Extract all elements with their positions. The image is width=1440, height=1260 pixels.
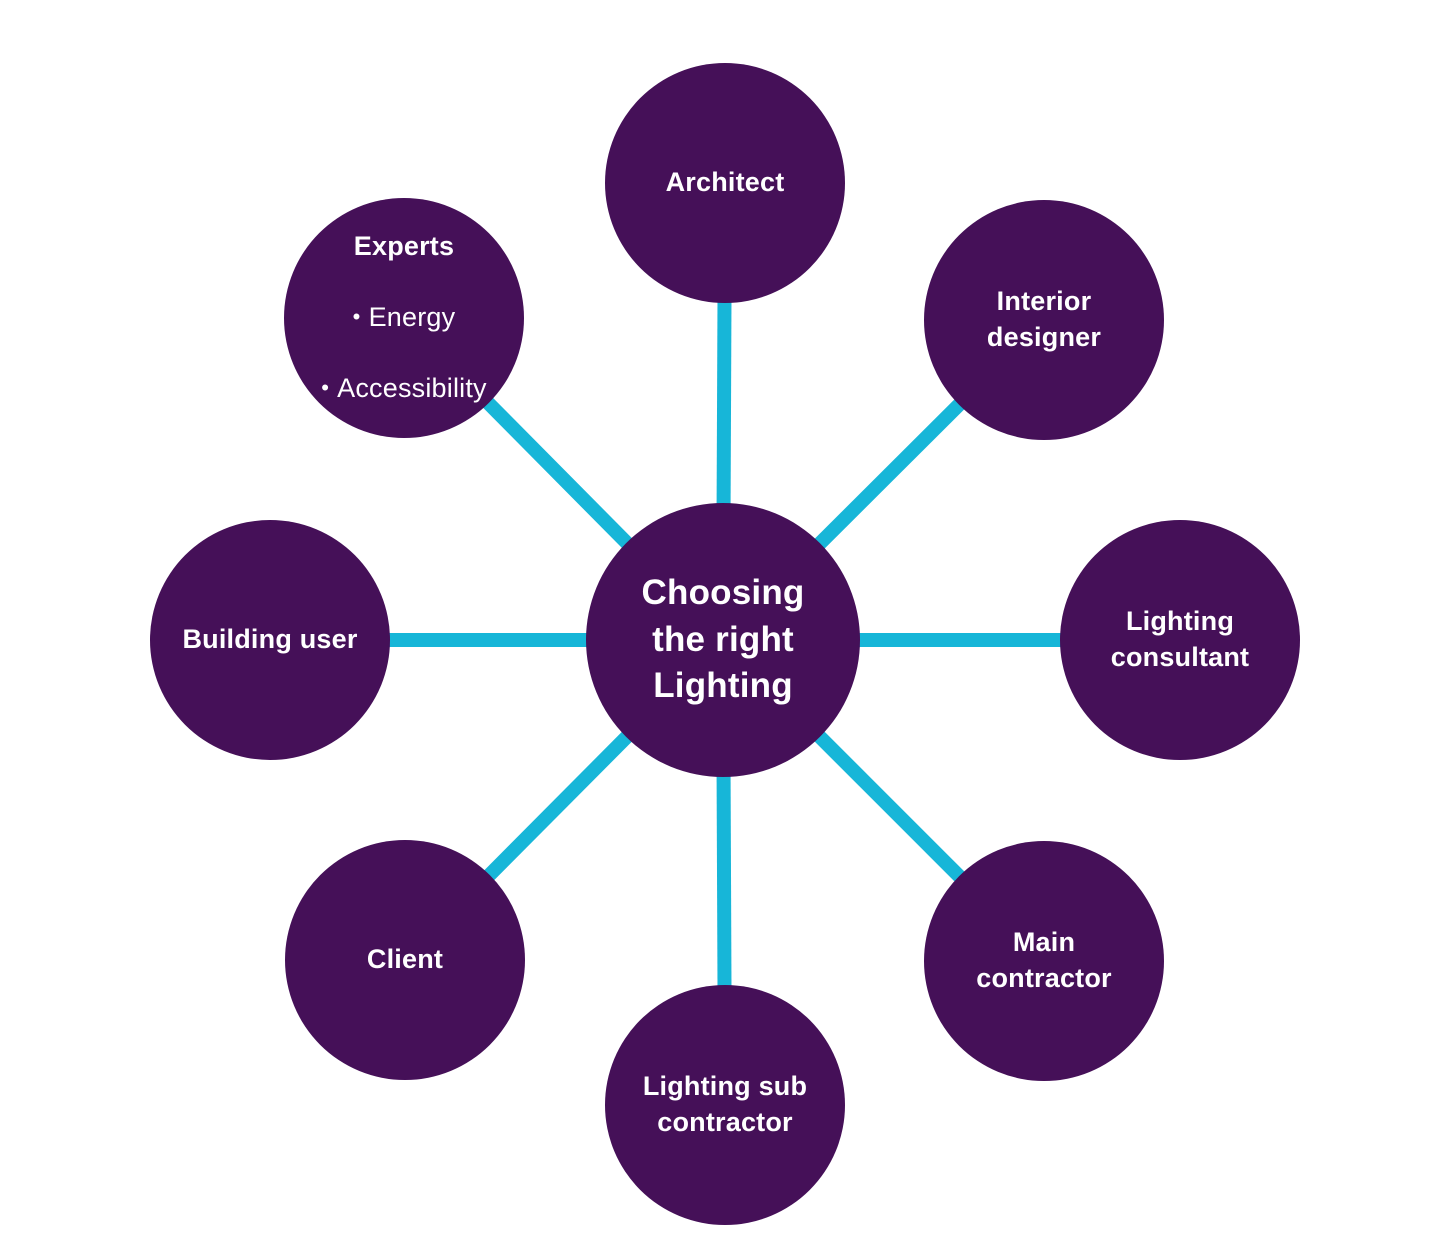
node-interior-designer: Interior designer — [924, 200, 1164, 440]
experts-bullet-item: • Energy — [321, 300, 487, 336]
node-label: Main contractor — [976, 927, 1112, 993]
node-label: Client — [366, 944, 444, 975]
node-choosing-the-right-lighting: Choosing the right Lighting — [586, 503, 860, 777]
node-label: Experts • Energy • Accessibility — [321, 193, 487, 442]
node-lighting-consultant: Lighting consultant — [1060, 520, 1300, 760]
bullet-icon: • — [352, 304, 361, 330]
node-main-contractor: Main contractor — [924, 841, 1164, 1081]
node-lighting-sub-contractor: Lighting sub contractor — [605, 985, 845, 1225]
experts-bullet-item: • Accessibility — [321, 371, 487, 407]
node-label: Lighting consultant — [1110, 606, 1250, 672]
node-architect: Architect — [605, 63, 845, 303]
hub-label: Choosing the right Lighting — [641, 572, 805, 706]
node-label: Interior designer — [986, 286, 1102, 352]
experts-heading: Experts — [353, 230, 455, 261]
bullet-icon: • — [321, 375, 330, 401]
experts-item-label: Energy — [368, 302, 456, 333]
node-experts: Experts • Energy • Accessibility — [284, 198, 524, 438]
node-label: Architect — [665, 167, 785, 198]
node-label: Lighting sub contractor — [642, 1071, 808, 1137]
node-label: Building user — [182, 624, 358, 655]
experts-item-label: Accessibility — [337, 373, 487, 404]
node-client: Client — [285, 840, 525, 1080]
node-building-user: Building user — [150, 520, 390, 760]
